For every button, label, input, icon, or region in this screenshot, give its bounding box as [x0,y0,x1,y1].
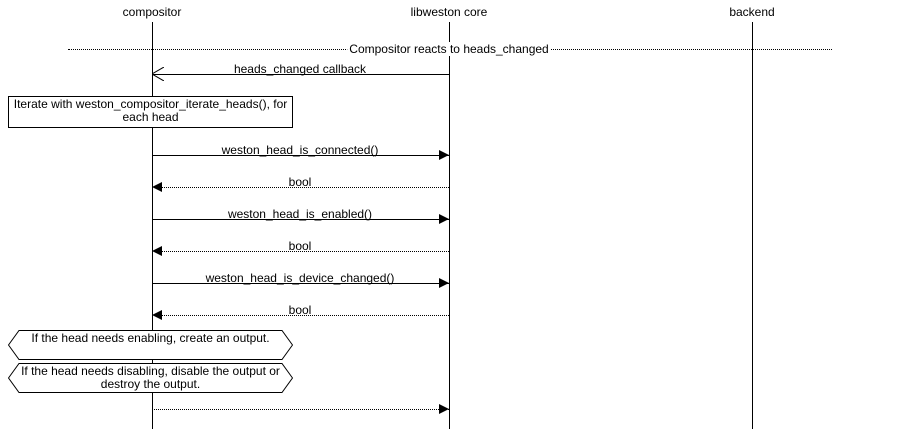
message-label-bool-return-connected: bool [288,175,312,189]
note-iterate-heads-note: Iterate with weston_compositor_iterate_h… [8,96,293,128]
message-label-weston-head-is-connected: weston_head_is_connected() [221,143,379,157]
lifeline-libweston-core [449,22,450,429]
lifeline-compositor [152,22,153,429]
actor-label-compositor: compositor [122,5,182,19]
arrowhead-weston-head-is-enabled [439,214,449,224]
note-text-enable-head-note: If the head needs enabling, create an ou… [31,331,270,345]
message-label-weston-head-is-device-changed: weston_head_is_device_changed() [205,271,395,285]
arrowhead-bool-return-device-changed [152,310,162,320]
message-line-heads-changed-callback [152,74,449,75]
message-line-weston-head-is-enabled [152,219,449,220]
message-line-bool-return-enabled [152,251,449,252]
actor-label-backend: backend [729,5,775,19]
note-disable-head-note: If the head needs disabling, disable the… [8,363,293,393]
message-line-bool-return-connected [152,187,449,188]
message-label-bool-return-enabled: bool [288,239,312,253]
note-text-disable-head-note: If the head needs disabling, disable the… [21,364,280,391]
arrowhead-bool-return-connected [152,182,162,192]
message-line-final-return [152,409,449,410]
arrowhead-heads-changed-callback [151,66,165,82]
arrowhead-final-return [439,404,449,414]
arrowhead-weston-head-is-connected [439,150,449,160]
message-label-weston-head-is-enabled: weston_head_is_enabled() [227,207,373,221]
actor-label-libweston-core: libweston core [410,5,488,19]
note-enable-head-note: If the head needs enabling, create an ou… [8,330,293,360]
message-line-weston-head-is-connected [152,155,449,156]
arrowhead-weston-head-is-device-changed [439,278,449,288]
message-label-bool-return-device-changed: bool [288,303,312,317]
arrowhead-bool-return-enabled [152,246,162,256]
lifeline-backend [752,22,753,429]
message-line-bool-return-device-changed [152,315,449,316]
message-label-heads-changed-callback: heads_changed callback [233,62,367,76]
separator-label: Compositor reacts to heads_changed [347,42,551,56]
message-line-weston-head-is-device-changed [152,283,449,284]
